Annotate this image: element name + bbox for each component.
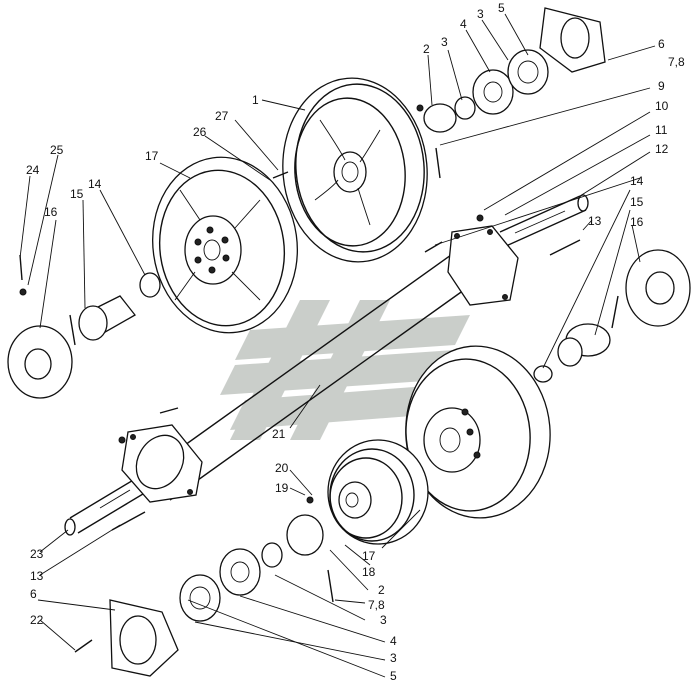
- callout-18: 18: [362, 565, 376, 579]
- callout-3-bottom-a: 3: [380, 613, 387, 627]
- callout-16-right: 16: [630, 215, 644, 229]
- callout-22: 22: [30, 613, 44, 627]
- callout-13-right: 13: [588, 214, 602, 228]
- callout-15-left: 15: [70, 187, 84, 201]
- axle-shaft: [64, 194, 589, 536]
- axle-flange-left: [121, 424, 203, 503]
- callout-19: 19: [275, 481, 289, 495]
- callout-3-top-a: 3: [441, 35, 448, 49]
- callout-15-right: 15: [630, 195, 644, 209]
- callout-16-left: 16: [44, 205, 58, 219]
- callout-labels: 1 2 3 4 3 5 6 7,8 9 10 11 12 13 14 15 16…: [26, 1, 685, 683]
- callout-78-top: 7,8: [668, 55, 685, 69]
- pulley-18: [327, 439, 429, 545]
- pulley-wheel-1: [282, 77, 428, 263]
- callout-21: 21: [272, 427, 286, 441]
- callout-2-top: 2: [423, 42, 430, 56]
- leader-lines: [19, 13, 656, 678]
- callout-4-bottom: 4: [390, 634, 397, 648]
- callout-23: 23: [30, 547, 44, 561]
- callout-17-bottom: 17: [362, 549, 376, 563]
- hub-components-bottom: [74, 407, 334, 677]
- callout-10: 10: [655, 99, 669, 113]
- callout-78-bottom: 7,8: [368, 598, 385, 612]
- callout-17-top: 17: [145, 149, 159, 163]
- callout-5-bottom: 5: [390, 669, 397, 683]
- end-cap-right: [533, 249, 691, 383]
- callout-9: 9: [658, 79, 665, 93]
- callout-11: 11: [655, 123, 668, 137]
- hub-components-top: [416, 7, 606, 179]
- callout-20: 20: [275, 461, 289, 475]
- end-cap-left: [7, 254, 161, 399]
- watermark-logo: [220, 300, 470, 440]
- callout-3-top-b: 3: [477, 7, 484, 21]
- callout-26: 26: [193, 125, 207, 139]
- callout-3-bottom-b: 3: [390, 651, 397, 665]
- callout-12: 12: [655, 142, 669, 156]
- callout-24: 24: [26, 163, 40, 177]
- callout-6-bottom: 6: [30, 587, 37, 601]
- pulley-wheel-17-lower: [405, 345, 551, 519]
- callout-2-bottom: 2: [378, 583, 385, 597]
- callout-27: 27: [215, 109, 229, 123]
- pulley-wheel-17-upper: [152, 156, 298, 334]
- callout-5-top: 5: [498, 1, 505, 15]
- callout-25: 25: [50, 143, 64, 157]
- callout-6-top: 6: [658, 37, 665, 51]
- callout-14-right: 14: [630, 174, 644, 188]
- callout-14-left: 14: [88, 177, 102, 191]
- callout-1: 1: [252, 93, 259, 107]
- callout-4-top: 4: [460, 17, 467, 31]
- callout-13-left: 13: [30, 569, 44, 583]
